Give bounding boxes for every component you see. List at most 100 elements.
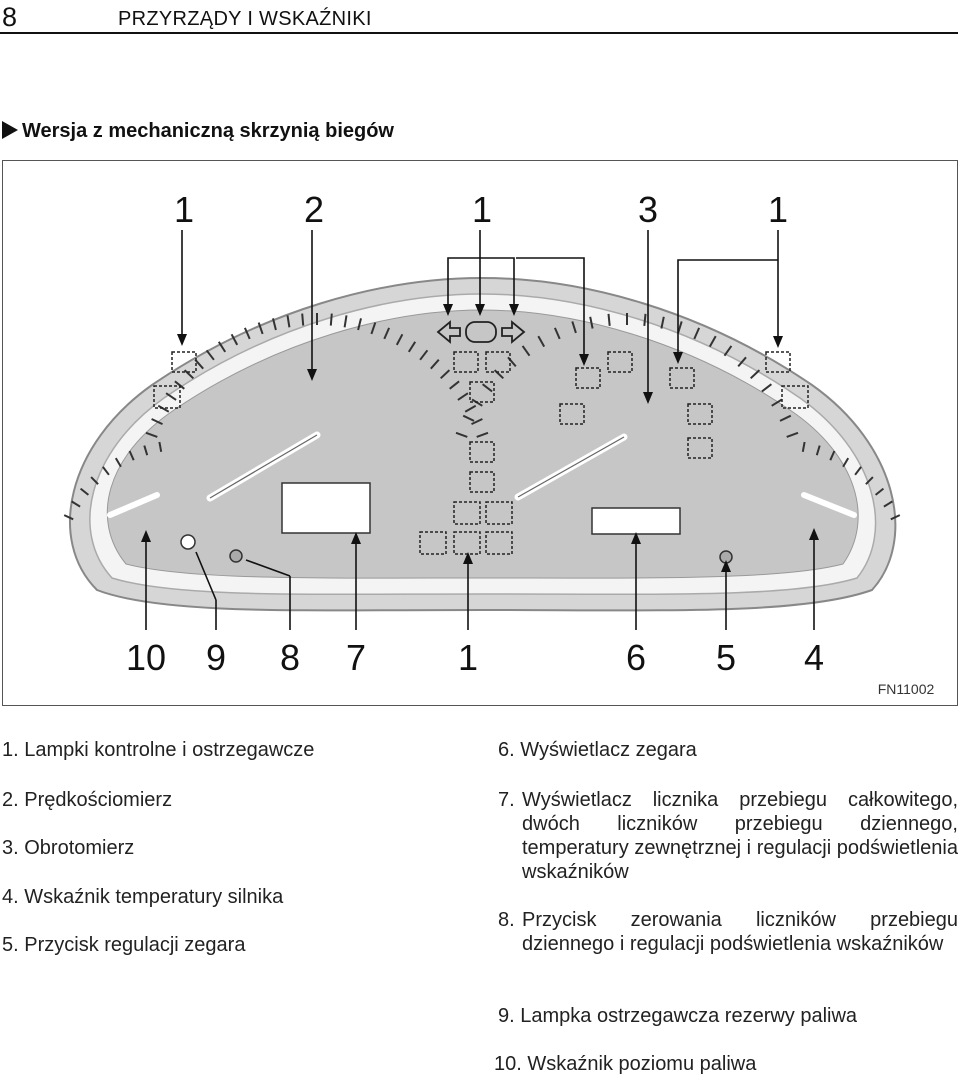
gauge-tick: [174, 380, 185, 390]
legend-item: 4. Wskaźnik temperatury silnika: [2, 886, 284, 908]
gauge-tick: [128, 450, 135, 461]
temperature-gauge-needle: [801, 492, 857, 518]
legend-item: 9. Lampka ostrzegawcza rezerwy paliwa: [498, 1005, 858, 1027]
gauge-tick: [301, 313, 305, 326]
gauge-tick: [395, 333, 404, 346]
gauge-tick: [723, 345, 733, 357]
callout-arrowheads: [141, 304, 819, 572]
gauge-tick: [71, 500, 81, 508]
callout-bottom-6: 6: [626, 637, 646, 678]
gauge-tick: [457, 392, 469, 401]
section-heading: Wersja z mechaniczną skrzynią biegów: [2, 120, 394, 143]
gauge-tick: [476, 431, 489, 438]
gauge-tick: [357, 318, 362, 331]
gauge-tick: [660, 316, 665, 329]
gauge-tick: [471, 418, 483, 426]
tachometer-needle-outline: [517, 436, 625, 498]
callout-top-4: 3: [638, 189, 658, 230]
gauge-tick: [183, 369, 194, 380]
header-rule: [0, 32, 958, 34]
gauge-tick: [589, 316, 594, 329]
chapter-title: PRZYRZĄDY I WSKAŹNIKI: [118, 8, 372, 30]
gauge-tick: [455, 431, 468, 438]
gauge-tick: [464, 404, 477, 413]
high-beam-indicator-icon: [465, 321, 497, 343]
page-header: 8 PRZYRZĄDY I WSKAŹNIKI: [0, 0, 960, 36]
gauge-tick: [419, 349, 429, 361]
triangle-bullet-icon: [2, 121, 18, 139]
speedometer-needle-outline: [209, 434, 318, 499]
gauge-tick: [693, 327, 701, 340]
gauge-tick: [143, 445, 149, 456]
section-title: Wersja z mechaniczną skrzynią biegów: [22, 120, 394, 142]
legend-item: 8.Przycisk zerowania liczników przebiegu…: [498, 909, 958, 955]
clock-display: [591, 507, 681, 535]
turn-left-indicator-icon: [436, 320, 461, 344]
gauge-tick: [750, 369, 761, 380]
gauge-tick: [217, 341, 227, 353]
gauge-tick: [383, 327, 391, 340]
gauge-tick: [158, 441, 163, 452]
gauge-tick: [449, 380, 460, 390]
cluster-diagram: 1 2 1 3 1 10 9 8 7 1 6 5 4 FN11002: [2, 160, 958, 706]
gauge-tick: [430, 359, 440, 370]
callout-top-1: 1: [174, 189, 194, 230]
legend-item: 3. Obrotomierz: [2, 837, 135, 859]
instrument-cluster-figure: 1 2 1 3 1 10 9 8 7 1 6 5 4 FN11002: [2, 160, 958, 706]
gauge-tick: [737, 356, 747, 368]
gauge-tick: [874, 487, 885, 496]
callout-top-3: 1: [472, 189, 492, 230]
gauge-tick: [786, 431, 799, 438]
callout-top-5: 1: [768, 189, 788, 230]
gauge-tick: [890, 514, 901, 521]
gauge-tick: [257, 322, 264, 335]
gauge-tick: [343, 315, 348, 328]
legend-item: 5. Przycisk regulacji zegara: [2, 934, 246, 956]
callout-top-2: 2: [304, 189, 324, 230]
fuel-warning-lamp: [180, 534, 196, 550]
gauge-tick: [165, 392, 177, 401]
gauge-tick: [462, 414, 475, 422]
gauge-tick: [815, 445, 821, 456]
callout-bottom-3: 8: [280, 637, 300, 678]
gauge-tick: [102, 466, 110, 476]
gauge-tick: [151, 418, 163, 426]
gauge-tick: [481, 383, 493, 393]
gauge-tick: [771, 398, 783, 407]
callout-bottom-4: 7: [346, 637, 366, 678]
fuel-gauge-needle: [107, 492, 160, 518]
gauge-tick: [157, 404, 170, 413]
figure-code: FN11002: [878, 681, 935, 697]
gauge-tick: [842, 457, 850, 468]
gauge-tick: [440, 369, 451, 380]
gauge-tick: [883, 500, 893, 508]
callout-bottom-1: 10: [126, 637, 166, 678]
legend-item: 6. Wyświetlacz zegara: [498, 739, 697, 761]
callout-leader-lines: [145, 230, 815, 630]
callout-bottom-7: 5: [716, 637, 736, 678]
legend-item: 10. Wskaźnik poziomu paliwa: [494, 1053, 757, 1075]
gauge-tick: [854, 466, 862, 476]
callout-bottom-5: 1: [458, 637, 478, 678]
legend-item: 2. Prędkościomierz: [2, 789, 173, 811]
gauge-tick: [145, 431, 158, 438]
gauge-tick: [63, 514, 74, 521]
gauge-tick: [194, 359, 204, 370]
gauge-tick: [537, 335, 546, 348]
gauge-tick: [801, 441, 806, 452]
warning-lamps: [153, 351, 809, 555]
trip-reset-button: [229, 549, 243, 563]
gauge-tick: [521, 345, 531, 357]
page-number: 8: [2, 2, 18, 32]
odometer-display: [281, 482, 371, 534]
gauge-tick: [553, 327, 561, 340]
gauge-tick: [779, 414, 792, 422]
gauge-tick: [243, 327, 251, 340]
gauge-tick: [761, 383, 773, 393]
gauge-tick: [370, 322, 377, 335]
gauge-tick: [607, 313, 611, 326]
gauge-tick: [272, 318, 277, 331]
gauge-tick: [286, 315, 291, 328]
gauge-tick: [90, 476, 99, 485]
callout-bottom-2: 9: [206, 637, 226, 678]
